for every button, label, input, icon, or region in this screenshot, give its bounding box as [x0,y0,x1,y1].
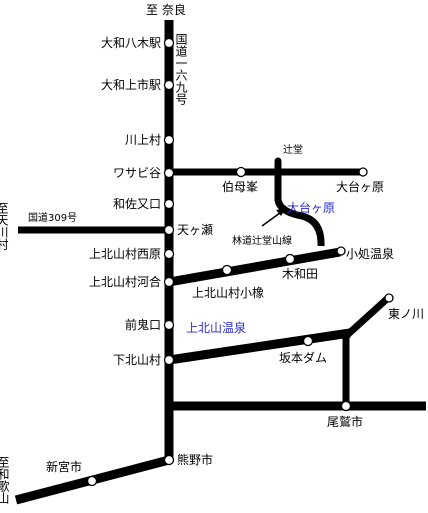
station-nishihara [163,248,175,260]
label-kamikitayama-konara: 上北山村小橡 [192,286,264,300]
route-169-label: 国道一六九号 [174,33,188,105]
label-wasamataguchi: 和佐又口 [113,197,161,211]
dest-nara: 至 奈良 [146,2,186,17]
rindo-label: 林道辻堂山線 [232,234,292,247]
label-shingu: 新宮市 [46,459,82,474]
label-shimokitayama: 下北山村 [113,353,161,367]
dest-tenkawa: 至天川村 [0,202,9,250]
label-tengase: 天ヶ瀬 [177,223,213,237]
label-wasabidani: ワサビ谷 [113,166,161,180]
station-sakamoto-dam [302,335,314,347]
station-kumano [163,454,175,466]
station-wasamataguchi [163,198,175,210]
station-yamato-kamiichi [163,79,175,91]
label-yamato-kamiichi: 大和上市駅 [101,77,161,92]
station-tsujido [274,157,282,165]
station-kawakami [163,134,175,146]
label-kawakami: 川上村 [125,133,161,147]
road-to-sakamoto-dam [168,328,351,365]
label-hahaminei: 伯母峯 [222,179,258,194]
area-kamikitayama-onsen: 上北山温泉 [186,321,246,335]
label-yamato-yagi: 大和八木駅 [101,36,161,50]
station-wasabidani [163,167,175,179]
station-shingu [86,475,98,487]
area-odaigahara: 大台ヶ原 [287,200,335,215]
station-konara [221,264,233,276]
label-kamikitayama-kawai: 上北山村河合 [89,274,161,289]
label-kumano: 熊野市 [177,452,213,467]
station-yamato-yagi [163,37,175,49]
rindo-pointer-arrowhead [276,208,286,216]
station-shimokitayama [163,354,175,366]
label-konado-onsen: 小処温泉 [346,247,394,261]
station-higashinokawa [384,293,394,303]
road-to-higashinokawa [343,295,391,339]
label-kamikitayama-nishihara: 上北山村西原 [89,247,161,261]
label-sakamoto-dam: 坂本ダム [279,350,327,365]
label-tsujido: 辻堂 [283,143,303,156]
label-odaigahara-end: 大台ヶ原 [336,179,384,194]
station-tengase [163,224,175,236]
station-owase [340,400,352,412]
station-kawai [163,276,175,288]
station-zenkiguchi [163,319,175,331]
station-konado-onsen [336,246,346,256]
station-odaigahara-end [358,167,368,177]
label-kiwada: 木和田 [282,267,318,281]
label-zenkiguchi: 前鬼口 [125,317,161,332]
route-309-label: 国道309号 [28,211,77,224]
label-owase: 尾鷲市 [327,414,363,429]
dest-wakayama: 至和歌山 [0,456,10,504]
station-kiwada [284,253,296,265]
road-to-konado-onsen [168,247,341,287]
label-higashinokawa: 東ノ川 [388,307,424,321]
road-rindo-tsujidoyama [274,162,325,247]
station-hahaminei [235,166,247,178]
